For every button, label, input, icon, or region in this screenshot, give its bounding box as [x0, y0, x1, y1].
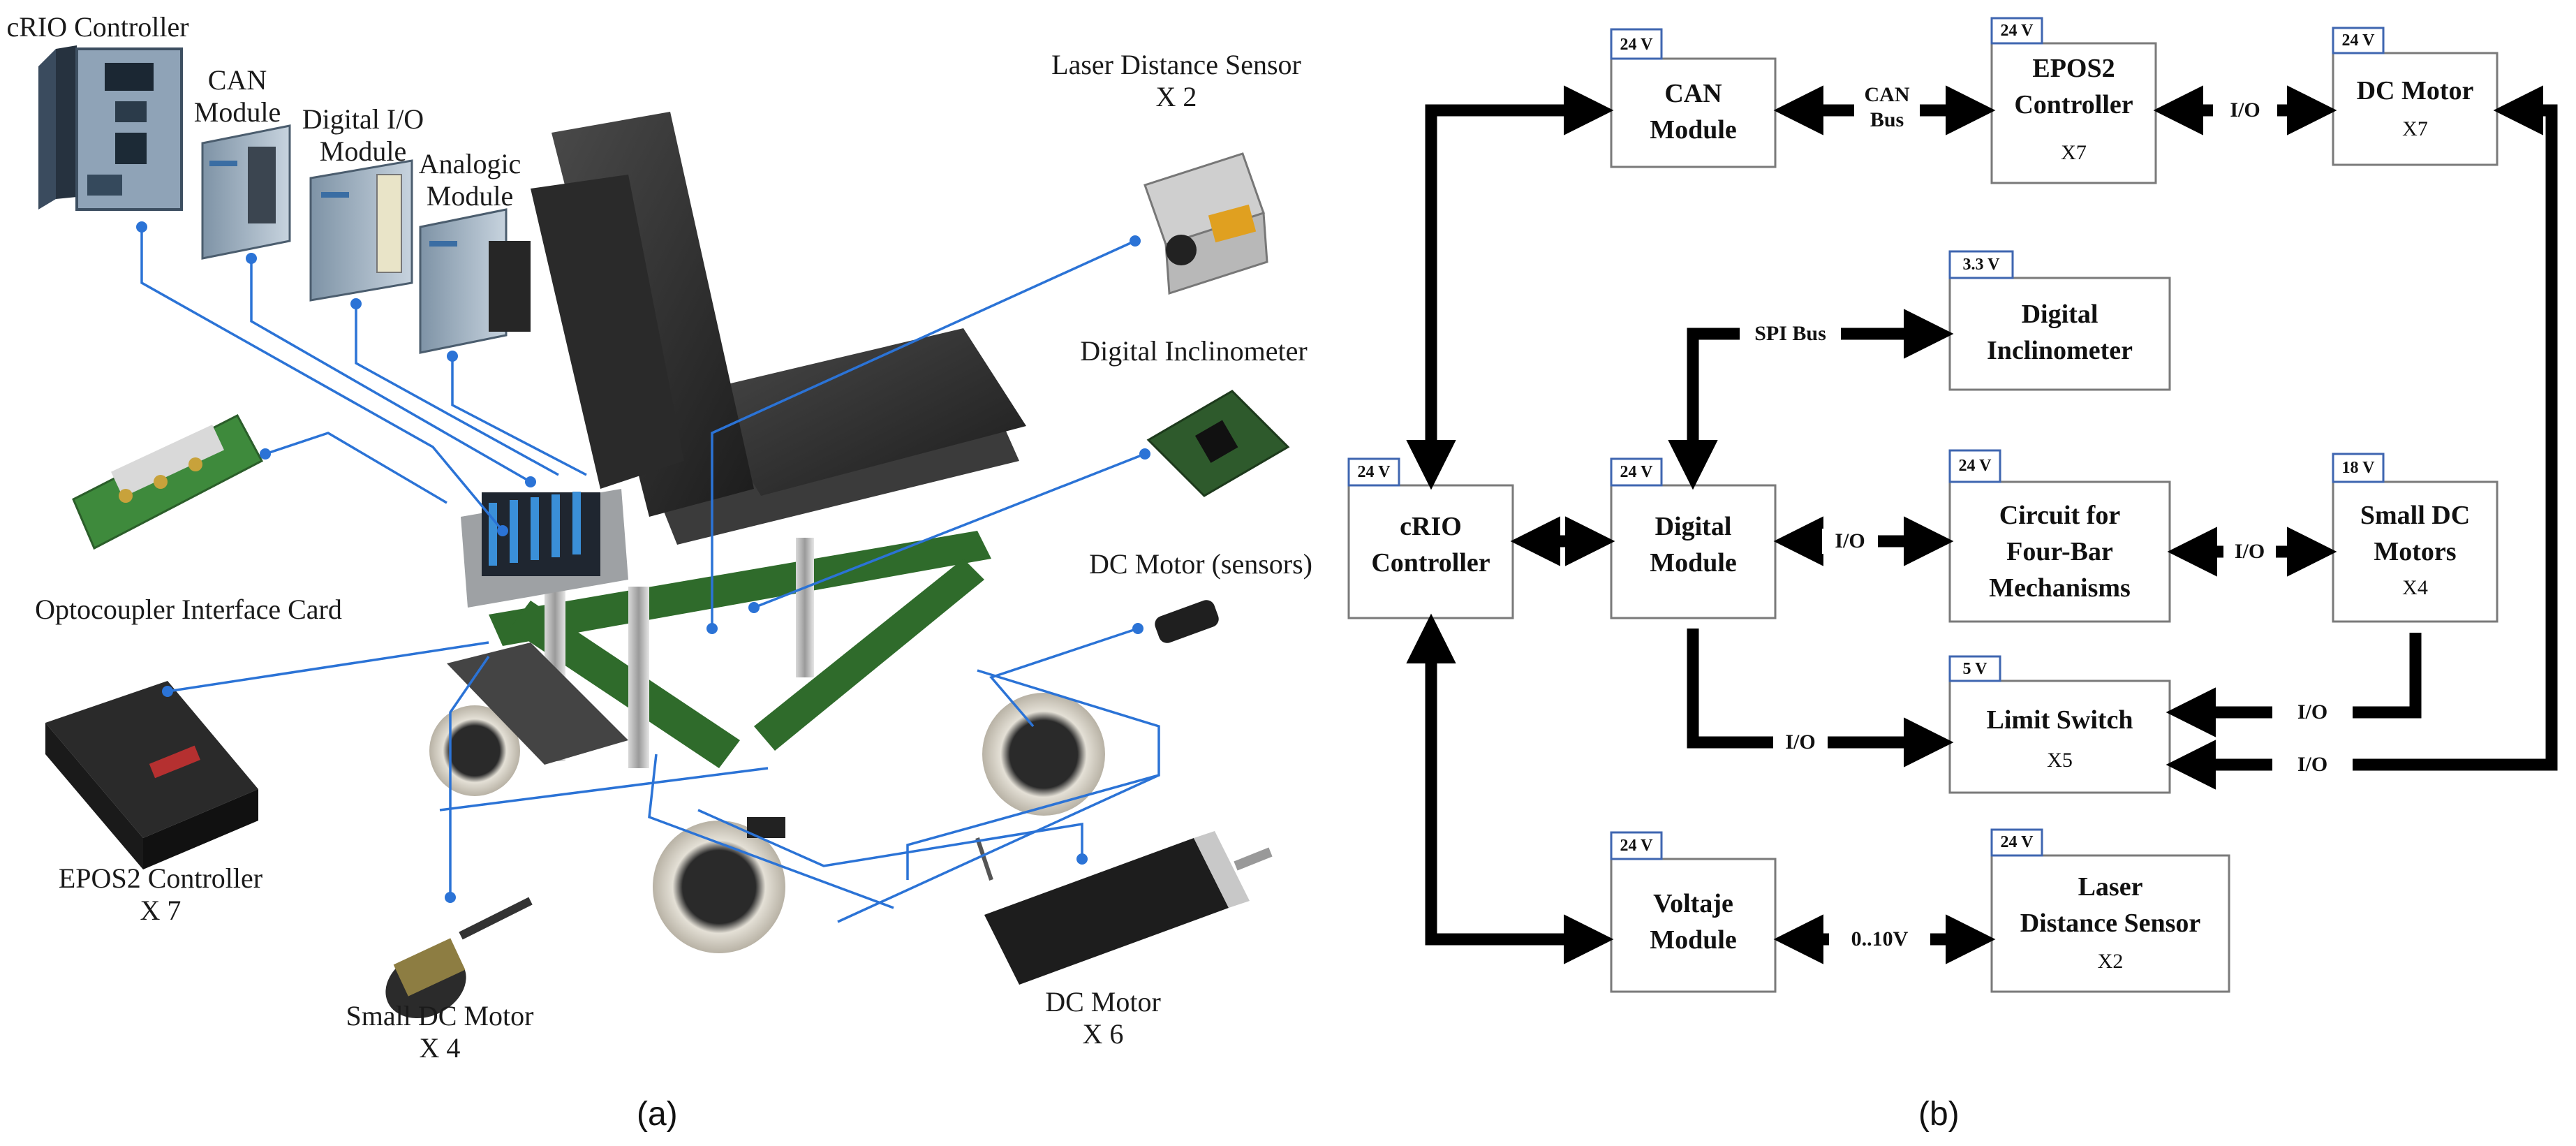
title-dc-motor: DC Motor — [2356, 76, 2474, 105]
inclinometer-image — [1146, 390, 1290, 497]
label-can-module: CAN Module — [193, 64, 281, 128]
label-digital-inclinometer: Digital Inclinometer — [1080, 335, 1308, 367]
caption-a: (a) — [637, 1096, 678, 1133]
voltage-inclinometer: 3.3 V — [1962, 256, 2000, 274]
label-optocoupler-card: Optocoupler Interface Card — [35, 594, 342, 625]
link-io-digital-circuit: I/O — [1822, 529, 1878, 554]
dc-motor-sensors-image — [1155, 600, 1219, 643]
voltage-can-module: 24 V — [1620, 36, 1653, 54]
block-limit-switch — [1948, 679, 2171, 794]
label-analogic-module: Analogic Module — [418, 148, 521, 212]
wiring-dots — [136, 221, 1150, 903]
title-can-module: CAN Module — [1650, 79, 1737, 145]
digital-io-module-image — [309, 159, 413, 302]
link-io-circuit-small: I/O — [2223, 539, 2276, 564]
title-laser-sensor: Laser Distance Sensor — [2020, 872, 2201, 938]
crio-controller-image — [38, 45, 183, 211]
link-io-digital-limit: I/O — [1773, 730, 1828, 755]
sub-laser-sensor: X2 — [2097, 950, 2124, 973]
sub-epos2: X7 — [2061, 141, 2087, 164]
voltage-laser-sensor: 24 V — [2000, 833, 2034, 851]
panel-a-illustration — [38, 45, 1290, 1019]
dc-motor-image — [975, 831, 1273, 985]
title-crio: cRIO Controller — [1371, 512, 1490, 578]
analogic-module-image — [419, 208, 531, 354]
link-spi-bus: SPI Bus — [1740, 321, 1841, 346]
link-analog-0-10v: 0..10V — [1829, 927, 1930, 952]
sub-dc-motor: X7 — [2402, 117, 2428, 140]
label-small-dc-motor: Small DC Motor X 4 — [346, 1000, 534, 1064]
label-dc-motor: DC Motor X 6 — [1045, 986, 1161, 1050]
title-voltaje-module: Voltaje Module — [1650, 889, 1737, 955]
can-module-image — [201, 124, 291, 260]
caption-b: (b) — [1918, 1096, 1960, 1133]
wheelchair-image — [429, 112, 1105, 953]
blocks — [1347, 42, 2499, 993]
title-inclinometer: Digital Inclinometer — [1987, 300, 2133, 365]
label-epos2-controller: EPOS2 Controller X 7 — [58, 862, 263, 926]
link-io-small-limit: I/O — [2272, 700, 2353, 725]
link-io-motor-limit: I/O — [2272, 752, 2353, 777]
block-can-module — [1610, 57, 1777, 168]
title-limit-switch: Limit Switch — [1986, 705, 2133, 735]
voltage-digital-module: 24 V — [1620, 463, 1653, 481]
block-dc-motor — [2332, 52, 2499, 166]
voltage-voltaje-module: 24 V — [1620, 837, 1653, 855]
label-dc-motor-sensors: DC Motor (sensors) — [1089, 548, 1312, 580]
block-laser-distance-sensor — [1990, 854, 2230, 993]
title-small-motors: Small DC Motors — [2360, 501, 2471, 566]
arrows — [1406, 85, 2558, 964]
voltage-circuit: 24 V — [1958, 457, 1992, 475]
voltage-small-motors: 18 V — [2341, 459, 2375, 477]
block-digital-module — [1610, 484, 1777, 619]
voltage-dc-motor: 24 V — [2341, 31, 2375, 50]
small-dc-motor-image — [385, 897, 533, 1019]
voltage-epos2: 24 V — [2000, 22, 2034, 40]
label-digital-io-module: Digital I/O Module — [302, 103, 424, 167]
laser-sensor-image — [1143, 152, 1268, 295]
epos2-controller-image — [45, 681, 258, 869]
voltage-crio: 24 V — [1357, 463, 1391, 481]
wiring-lines — [140, 227, 1160, 923]
block-small-dc-motors — [2332, 480, 2499, 623]
block-epos2-controller — [1990, 42, 2157, 184]
label-laser-distance-sensor: Laser Distance Sensor X 2 — [1051, 49, 1301, 112]
title-epos2: EPOS2 Controller — [2014, 54, 2133, 119]
voltage-limit-switch: 5 V — [1962, 660, 1987, 678]
optocoupler-card-image — [72, 413, 264, 550]
link-can-bus: CAN Bus — [1854, 82, 1920, 133]
link-io-epos-motor: I/O — [2213, 98, 2277, 123]
block-circuit-four-bar — [1948, 480, 2171, 623]
voltage-tags — [1347, 17, 2385, 860]
sub-limit-switch: X5 — [2047, 749, 2073, 772]
title-circuit: Circuit for Four-Bar Mechanisms — [1989, 501, 2131, 603]
sub-small-motors: X4 — [2402, 576, 2428, 599]
label-crio-controller: cRIO Controller — [6, 11, 189, 43]
title-digital-module: Digital Module — [1650, 512, 1737, 578]
